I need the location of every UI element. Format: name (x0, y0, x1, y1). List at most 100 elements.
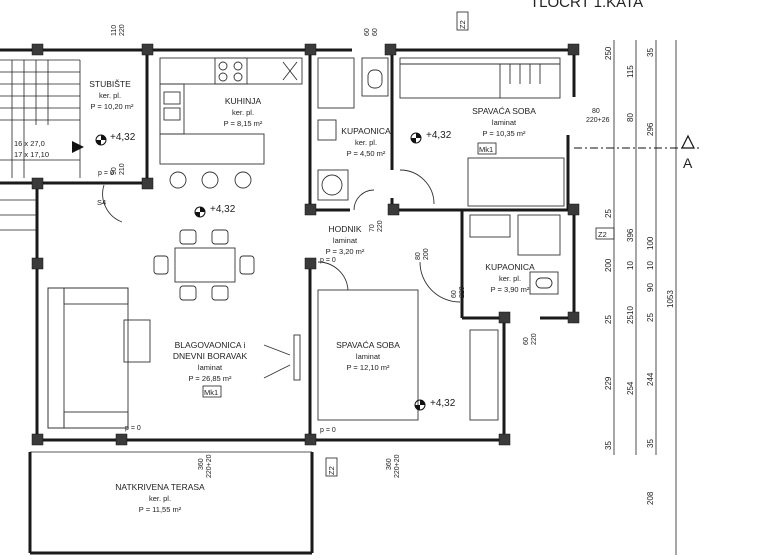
svg-text:60: 60 (372, 28, 379, 36)
svg-text:1053: 1053 (666, 290, 675, 308)
svg-text:ker. pl.: ker. pl. (149, 494, 171, 503)
svg-text:16 x 27,0: 16 x 27,0 (14, 139, 45, 148)
svg-text:200: 200 (604, 258, 613, 272)
svg-text:220: 220 (531, 333, 538, 345)
svg-text:90: 90 (646, 283, 655, 292)
svg-text:210: 210 (119, 163, 126, 175)
svg-text:25: 25 (604, 315, 613, 324)
small-dims: 110 220 60 60 80 220+26 70 220 80 200 60… (98, 24, 610, 478)
room-name-terasa: NATKRIVENA TERASA (115, 482, 205, 492)
svg-text:ker. pl.: ker. pl. (355, 138, 377, 147)
tv-unit (263, 334, 301, 381)
svg-text:ker. pl.: ker. pl. (99, 91, 121, 100)
svg-text:p = 0: p = 0 (98, 170, 114, 177)
level-mark-3: +4,32 (410, 130, 452, 144)
svg-text:244: 244 (646, 372, 655, 386)
svg-text:296: 296 (646, 122, 655, 136)
wall-tags: Z2 Z2 Z2 (325, 11, 615, 477)
svg-text:250: 250 (604, 46, 613, 60)
svg-text:Mk1: Mk1 (479, 145, 493, 154)
svg-text:35: 35 (646, 439, 655, 448)
svg-text:115: 115 (626, 65, 635, 78)
columns (31, 43, 580, 446)
svg-text:+4,32: +4,32 (110, 132, 136, 143)
svg-text:35: 35 (604, 441, 613, 450)
svg-text:220: 220 (377, 220, 384, 232)
svg-text:100: 100 (646, 236, 655, 250)
svg-text:ker. pl.: ker. pl. (232, 108, 254, 117)
bathroom2-fixtures (419, 214, 561, 303)
level-mark-4: +4,32 (414, 398, 456, 411)
room-name-spavaca-2: SPAVAĆA SOBA (336, 340, 400, 350)
svg-text:220+20: 220+20 (206, 454, 213, 478)
svg-text:laminat: laminat (492, 118, 517, 127)
svg-text:+4,32: +4,32 (430, 398, 456, 409)
svg-text:220+20: 220+20 (394, 454, 401, 478)
svg-text:25: 25 (626, 315, 635, 324)
svg-text:laminat: laminat (356, 352, 381, 361)
svg-text:80: 80 (626, 113, 635, 122)
room-name-spavaca-1: SPAVAĆA SOBA (472, 106, 536, 116)
svg-text:60: 60 (451, 290, 458, 298)
svg-text:p = 0: p = 0 (320, 257, 336, 264)
svg-text:229: 229 (604, 376, 613, 390)
svg-text:254: 254 (626, 381, 635, 395)
svg-text:+4,32: +4,32 (426, 130, 452, 141)
svg-text:396: 396 (626, 228, 635, 242)
room-labels: STUBIŠTE ker. pl. P = 10,20 m² KUHINJA k… (89, 79, 536, 514)
svg-text:p = 0: p = 0 (320, 427, 336, 434)
plan-title: TLOCRT 1.KATA (530, 0, 643, 11)
svg-text:10: 10 (646, 261, 655, 270)
svg-text:360: 360 (386, 458, 393, 470)
entry-door (102, 184, 123, 223)
svg-text:25: 25 (646, 313, 655, 322)
svg-text:A: A (683, 155, 693, 171)
section-marker: A (574, 134, 700, 171)
svg-text:10: 10 (626, 306, 635, 315)
level-marks: +4,32 +4,32 +4,32 +4,32 (95, 130, 456, 411)
svg-text:Z2: Z2 (598, 230, 607, 239)
svg-text:P = 8,15 m²: P = 8,15 m² (224, 119, 263, 128)
svg-text:laminat: laminat (333, 236, 358, 245)
svg-text:P = 11,55 m²: P = 11,55 m² (139, 505, 182, 514)
svg-text:220: 220 (119, 24, 126, 36)
svg-text:17 x 17,10: 17 x 17,10 (14, 150, 49, 159)
svg-text:P = 12,10 m²: P = 12,10 m² (346, 363, 390, 372)
svg-text:P = 10,35 m²: P = 10,35 m² (482, 129, 526, 138)
kitchen-furniture (159, 57, 303, 189)
sofa (47, 287, 151, 429)
room-name-kupaonica-1: KUPAONICA (341, 126, 391, 136)
room-name-kupaonica-2: KUPAONICA (485, 262, 535, 272)
material-tags: Mk1 Mk1 (202, 142, 497, 398)
room-name-blagovaonica: BLAGOVAONICA i (175, 340, 246, 350)
level-mark-2: +4,32 (194, 204, 236, 218)
svg-text:360: 360 (198, 458, 205, 470)
svg-text:+4,32: +4,32 (210, 204, 236, 215)
svg-text:DNEVNI BORAVAK: DNEVNI BORAVAK (173, 351, 248, 361)
svg-text:P = 3,90 m²: P = 3,90 m² (491, 285, 530, 294)
svg-text:P = 26,85 m²: P = 26,85 m² (188, 374, 232, 383)
svg-text:220: 220 (459, 286, 466, 298)
svg-text:35: 35 (646, 48, 655, 57)
room-name-hodnik: HODNIK (328, 224, 361, 234)
svg-text:60: 60 (364, 28, 371, 36)
bedroom2-furniture (317, 261, 499, 421)
svg-text:60: 60 (523, 337, 530, 345)
dimension-chains: 250 115 80 25 396 25 229 35 35 35 296 10… (604, 40, 677, 555)
bedroom1-furniture (399, 57, 565, 207)
svg-text:25: 25 (604, 209, 613, 218)
room-name-stubiste: STUBIŠTE (89, 79, 131, 89)
svg-text:laminat: laminat (198, 363, 223, 372)
stair-spec: 16 x 27,0 17 x 17,10 S4 (14, 139, 106, 207)
svg-text:10: 10 (626, 261, 635, 270)
svg-text:200: 200 (423, 248, 430, 260)
dining-set (153, 229, 255, 301)
svg-text:220+26: 220+26 (586, 117, 610, 124)
svg-text:80: 80 (592, 108, 600, 115)
svg-text:208: 208 (646, 491, 655, 505)
svg-text:70: 70 (369, 224, 376, 232)
room-name-kuhinja: KUHINJA (225, 96, 262, 106)
svg-text:P = 10,20 m²: P = 10,20 m² (90, 102, 134, 111)
svg-text:110: 110 (111, 25, 118, 36)
